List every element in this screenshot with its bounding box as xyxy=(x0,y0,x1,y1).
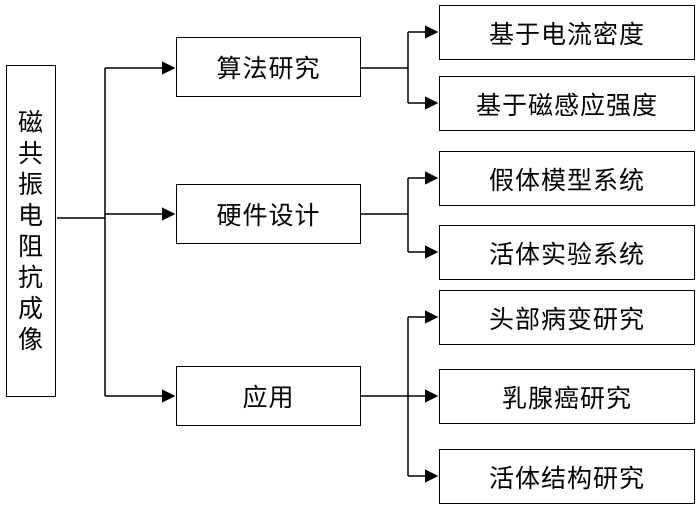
leaf-node: 乳腺癌研究 xyxy=(439,369,695,424)
root-node: 磁 共 振 电 阻 抗 成 像 xyxy=(6,65,56,397)
branch-label: 硬件设计 xyxy=(216,201,321,230)
leaf-node: 头部病变研究 xyxy=(439,290,695,345)
branch-node-hardware: 硬件设计 xyxy=(176,184,361,244)
leaf-label: 基于电流密度 xyxy=(488,19,645,49)
leaf-label: 乳腺癌研究 xyxy=(501,383,632,413)
root-char: 电 xyxy=(17,201,44,230)
root-char: 共 xyxy=(17,139,44,168)
leaf-label: 活体实验系统 xyxy=(488,239,645,269)
root-char: 磁 xyxy=(17,108,44,137)
root-char: 阻 xyxy=(17,232,44,261)
leaf-node: 活体结构研究 xyxy=(439,449,695,504)
branch-label: 应用 xyxy=(242,383,295,412)
branch-node-algorithm: 算法研究 xyxy=(176,37,361,97)
leaf-label: 头部病变研究 xyxy=(488,304,645,334)
root-char: 成 xyxy=(17,294,44,323)
branch-node-application: 应用 xyxy=(176,366,361,426)
leaf-node: 基于磁感应强度 xyxy=(439,76,695,131)
leaf-node: 活体实验系统 xyxy=(439,225,695,280)
leaf-label: 基于磁感应强度 xyxy=(475,90,658,120)
leaf-node: 假体模型系统 xyxy=(439,151,695,206)
root-char: 像 xyxy=(17,325,44,354)
leaf-label: 假体模型系统 xyxy=(488,165,645,195)
root-char: 抗 xyxy=(17,263,44,292)
root-char: 振 xyxy=(17,170,44,199)
branch-label: 算法研究 xyxy=(216,54,321,83)
leaf-label: 活体结构研究 xyxy=(488,463,645,493)
leaf-node: 基于电流密度 xyxy=(439,5,695,60)
